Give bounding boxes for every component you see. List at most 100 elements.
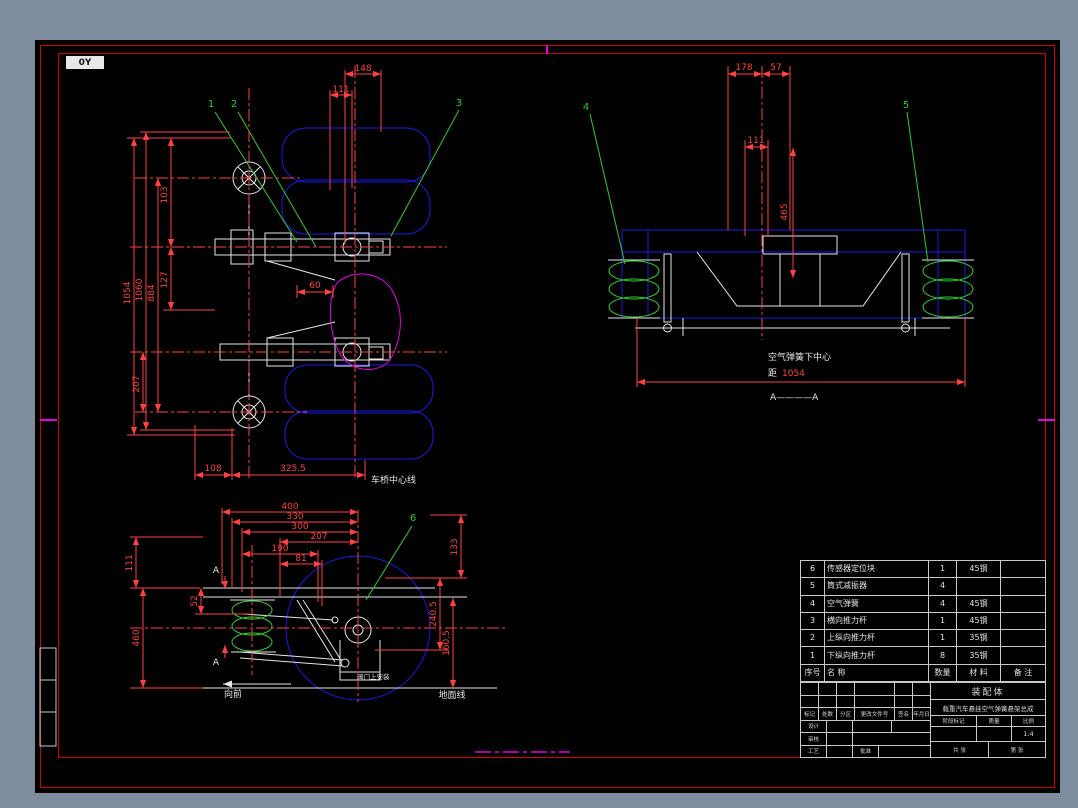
dim-133: 133 xyxy=(450,538,460,555)
part-material: 45钢 xyxy=(956,594,1001,613)
drawing-canvas: 0Y xyxy=(35,40,1060,793)
dim-240-5: 240.5 xyxy=(429,601,439,627)
dim-300: 300 xyxy=(291,522,308,532)
tb-check: 审核 xyxy=(801,733,827,745)
dim-330: 330 xyxy=(286,512,303,522)
parts-table: 6 传感器定位块 1 45钢 5 筒式减振器 4 4 空气弹簧 4 45钢 3 … xyxy=(800,559,1046,683)
balloon-2: 2 xyxy=(231,99,237,110)
inner-border-frame xyxy=(58,53,1046,758)
forward-label: 向前 xyxy=(224,688,242,700)
dim-108: 108 xyxy=(204,464,221,474)
parts-header-material: 材 料 xyxy=(956,663,1001,683)
part-qty: 4 xyxy=(928,577,957,596)
part-qty: 1 xyxy=(928,559,957,579)
assembly-type-label: 装配体 xyxy=(971,687,1005,698)
margin-revision-block xyxy=(39,647,57,747)
dim-103: 103 xyxy=(160,186,170,203)
side-dimension-lines xyxy=(130,508,467,689)
parts-row: 1 下纵向推力杆 8 35钢 xyxy=(800,646,1046,665)
part-name: 下纵向推力杆 xyxy=(824,646,929,665)
part-note xyxy=(1000,577,1046,596)
section-a-a-label: A————A xyxy=(770,393,819,403)
tb-scale: 比例 xyxy=(1022,719,1034,725)
part-note xyxy=(1000,594,1046,613)
tb-design: 设计 xyxy=(801,720,827,732)
front-view-structure xyxy=(608,235,974,336)
parts-header-no: 序号 xyxy=(800,663,825,683)
dim-57: 57 xyxy=(770,63,781,73)
tb-sheet-total: 共 张 xyxy=(931,742,989,757)
dim-884: 884 xyxy=(147,284,157,301)
dim-400: 400 xyxy=(281,502,298,512)
axle-centerline-label: 车桥中心线 xyxy=(371,474,416,486)
front-balloon-leaders xyxy=(589,111,929,265)
balloon-1: 1 xyxy=(208,99,214,110)
title-block-revision-grid: 标记 处数 分区 更改文件号 签名 年月日 设计 审核 工艺 批 xyxy=(801,683,931,757)
dim-111-front: 111 xyxy=(747,136,764,146)
tb-count: 处数 xyxy=(819,708,837,720)
dim-160-5: 160.5 xyxy=(442,630,452,656)
part-no: 3 xyxy=(800,611,825,631)
part-material: 35钢 xyxy=(956,646,1001,665)
dim-52: 52 xyxy=(190,595,200,606)
side-balloon-leader xyxy=(365,525,413,601)
part-no: 2 xyxy=(800,629,825,648)
part-no: 5 xyxy=(800,577,825,596)
parts-header-qty: 数量 xyxy=(928,663,957,683)
section-mark-bottom: A xyxy=(213,658,220,668)
tb-approve: 批准 xyxy=(853,745,879,757)
dim-190: 190 xyxy=(271,544,288,554)
parts-row: 6 传感器定位块 1 45钢 xyxy=(800,559,1046,579)
part-name: 空气弹簧 xyxy=(824,594,929,613)
parts-header-note: 备 注 xyxy=(1000,663,1046,683)
dim-1060: 1060 xyxy=(135,278,145,301)
section-mark-top: A xyxy=(213,566,220,576)
tb-weight: 质量 xyxy=(977,716,1012,726)
part-material: 45钢 xyxy=(956,559,1001,579)
dim-325-5: 325.5 xyxy=(280,464,306,474)
cad-drawing-svg: 1 2 3 xyxy=(39,45,1055,753)
balloon-3: 3 xyxy=(456,98,462,109)
part-note xyxy=(1000,559,1046,579)
title-block-main: 装配体 载重汽车悬挂空气弹簧悬架总成 阶段标记 质量 比例 1:4 共 张 第 … xyxy=(931,683,1045,757)
plan-balloon-leaders xyxy=(214,109,460,248)
tb-date: 年月日 xyxy=(913,711,930,718)
part-no: 4 xyxy=(800,594,825,613)
part-material: 35钢 xyxy=(956,629,1001,648)
dim-207-side: 207 xyxy=(310,532,327,542)
dim-148: 148 xyxy=(354,64,371,74)
tb-zone: 分区 xyxy=(837,708,855,720)
part-note xyxy=(1000,646,1046,665)
tb-change-file: 更改文件号 xyxy=(855,708,895,720)
dim-1054-front: 1054 xyxy=(782,369,805,379)
spring-center-note-prefix: 距 xyxy=(768,368,777,379)
front-view-air-springs xyxy=(608,260,974,318)
part-name: 横向推力杆 xyxy=(824,611,929,631)
dim-178: 178 xyxy=(735,63,752,73)
dim-111-side: 111 xyxy=(125,554,135,571)
part-qty: 1 xyxy=(928,629,957,648)
part-no: 1 xyxy=(800,646,825,665)
balloon-5: 5 xyxy=(903,100,909,111)
dim-81: 81 xyxy=(295,554,306,564)
dim-1054-plan: 1054 xyxy=(123,281,133,304)
tb-scale-value: 1:4 xyxy=(1023,730,1034,738)
part-name: 上纵向推力杆 xyxy=(824,629,929,648)
balloon-6: 6 xyxy=(410,513,416,524)
dim-207-plan: 207 xyxy=(132,375,142,392)
front-dimension-lines xyxy=(636,66,966,387)
parts-row: 4 空气弹簧 4 45钢 xyxy=(800,594,1046,613)
frame-center-marks xyxy=(40,45,1055,421)
title-block: 标记 处数 分区 更改文件号 签名 年月日 设计 审核 工艺 批 xyxy=(800,682,1046,758)
parts-row: 3 横向推力杆 1 45钢 xyxy=(800,611,1046,631)
part-material: 45钢 xyxy=(956,611,1001,631)
plan-view-axle-structure xyxy=(214,161,391,429)
parts-row: 5 筒式减振器 4 xyxy=(800,577,1046,596)
plan-view-wheels xyxy=(281,127,434,460)
plan-dimension-lines xyxy=(127,70,382,480)
sheet-code-tag: 0Y xyxy=(66,56,104,69)
tb-process: 工艺 xyxy=(801,745,827,757)
drawing-title: 载重汽车悬挂空气弹簧悬架总成 xyxy=(942,704,1034,713)
dim-111-plan: 111 xyxy=(332,85,349,95)
parts-row: 2 上纵向推力杆 1 35钢 xyxy=(800,629,1046,648)
